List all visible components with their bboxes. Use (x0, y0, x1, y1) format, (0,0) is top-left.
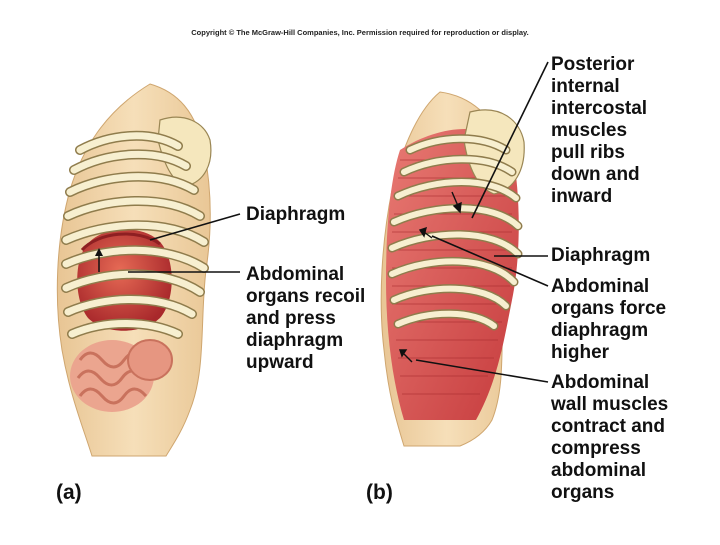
panel-letter-b: (b) (366, 481, 393, 504)
scapula-a (157, 116, 212, 187)
panel-letter-a: (a) (56, 481, 82, 504)
upward-arrow-a (95, 248, 103, 272)
leader-abdominal-organs-b (431, 235, 549, 287)
intercostal-muscles-b (386, 128, 519, 421)
label-diaphragm-b: Diaphragm (551, 245, 651, 266)
ribcage-a (61, 130, 209, 339)
copyright-notice: Copyright © The McGraw-Hill Companies, I… (191, 28, 529, 37)
ribcage-b (387, 134, 523, 331)
torso-b (380, 61, 549, 447)
label-abdominal-wall-muscles: Abdominal wall muscles contract and comp… (551, 372, 669, 503)
label-abdominal-organs-force: Abdominal organs force diaphragm higher (551, 276, 667, 363)
intestines-a (70, 339, 173, 412)
label-diaphragm-a: Diaphragm (246, 204, 346, 225)
downward-arrows-b (399, 191, 462, 363)
leader-posterior-b (471, 61, 549, 219)
leader-abdominal-wall-b (415, 359, 549, 383)
label-posterior-intercostal: Posterior internal intercostal muscles p… (551, 54, 648, 207)
label-abdominal-organs-recoil: Abdominal organs recoil and press diaphr… (246, 264, 366, 373)
leader-diaphragm-a (149, 213, 241, 241)
torso-a (56, 83, 241, 457)
